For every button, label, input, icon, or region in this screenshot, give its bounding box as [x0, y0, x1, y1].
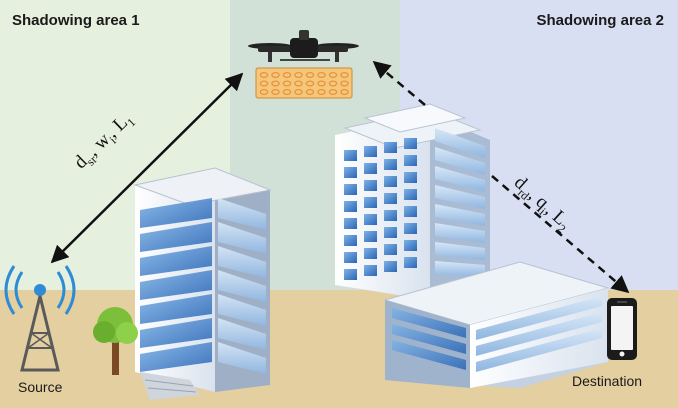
link-source-relay — [50, 72, 244, 264]
irs-element — [340, 88, 349, 96]
window-band — [435, 242, 485, 260]
zone-label-shadowing-area-1: Shadowing area 1 — [12, 12, 140, 29]
window — [364, 146, 377, 157]
window-band — [435, 223, 485, 243]
irs-element — [340, 80, 349, 87]
window — [404, 155, 417, 166]
irs-element — [282, 80, 292, 87]
window — [344, 167, 357, 178]
window-band — [218, 342, 266, 374]
irs-element — [294, 71, 303, 79]
antenna-tower-icon — [4, 265, 76, 372]
irs-element — [259, 71, 269, 79]
destination-label: Destination — [572, 373, 643, 389]
window-band — [435, 204, 485, 226]
window-band — [140, 342, 212, 372]
irs-element — [259, 88, 269, 96]
irs-element — [317, 80, 326, 87]
building-left-icon — [133, 167, 272, 392]
irs-element — [305, 71, 315, 79]
window — [384, 193, 397, 204]
tree-icon — [93, 307, 138, 375]
window — [404, 172, 417, 183]
window — [404, 138, 417, 149]
window — [364, 214, 377, 225]
window — [404, 240, 417, 251]
window — [384, 159, 397, 170]
window — [344, 218, 357, 229]
window-band — [435, 128, 485, 158]
window-band — [435, 147, 485, 175]
window — [384, 261, 397, 272]
irs-element — [317, 88, 326, 96]
window-band — [435, 166, 485, 192]
window — [404, 189, 417, 200]
irs-element — [294, 88, 303, 96]
irs-element — [305, 80, 315, 87]
window — [384, 227, 397, 238]
window — [344, 269, 357, 280]
window — [344, 252, 357, 263]
irs-panel-icon — [255, 67, 353, 99]
link-relay-destination-segment-2 — [491, 175, 630, 294]
irs-element — [259, 80, 269, 87]
irs-element — [271, 80, 280, 87]
window — [344, 150, 357, 161]
irs-element — [271, 71, 280, 79]
window-band — [435, 185, 485, 209]
link-relay-destination-segment-1 — [372, 60, 426, 106]
irs-element — [282, 71, 292, 79]
irs-element — [328, 80, 338, 87]
source-label: Source — [18, 379, 63, 395]
window-band — [218, 318, 266, 350]
window — [384, 176, 397, 187]
window — [344, 201, 357, 212]
window — [344, 235, 357, 246]
irs-element — [282, 88, 292, 96]
irs-element — [305, 88, 315, 96]
entrance-stairs-icon — [140, 372, 200, 400]
smartphone-icon — [607, 298, 637, 360]
window-band — [392, 324, 466, 354]
window-band — [476, 312, 602, 356]
window — [344, 184, 357, 195]
window-band — [140, 270, 212, 300]
window — [364, 231, 377, 242]
window-band — [435, 261, 485, 277]
irs-element — [294, 80, 303, 87]
window — [364, 163, 377, 174]
irs-element — [328, 71, 338, 79]
window-band — [140, 318, 212, 348]
window-band — [476, 296, 602, 340]
window-band — [140, 294, 212, 324]
window — [384, 210, 397, 221]
window-band — [218, 294, 266, 326]
window-band — [392, 340, 466, 370]
uav-drone-icon — [248, 30, 359, 62]
zone-label-shadowing-area-2: Shadowing area 2 — [536, 12, 664, 29]
window — [404, 223, 417, 234]
window — [364, 180, 377, 191]
window-band — [392, 308, 466, 338]
irs-element — [317, 71, 326, 79]
irs-element — [340, 71, 349, 79]
building-right-tower-icon — [335, 103, 490, 300]
building-right-annex-icon — [383, 261, 610, 388]
window — [384, 244, 397, 255]
irs-element — [328, 88, 338, 96]
irs-element — [271, 88, 280, 96]
window-band — [218, 270, 266, 302]
window-band — [476, 328, 602, 372]
window — [364, 248, 377, 259]
window — [404, 257, 417, 268]
window — [364, 197, 377, 208]
window — [384, 142, 397, 153]
window — [404, 206, 417, 217]
window — [364, 265, 377, 276]
